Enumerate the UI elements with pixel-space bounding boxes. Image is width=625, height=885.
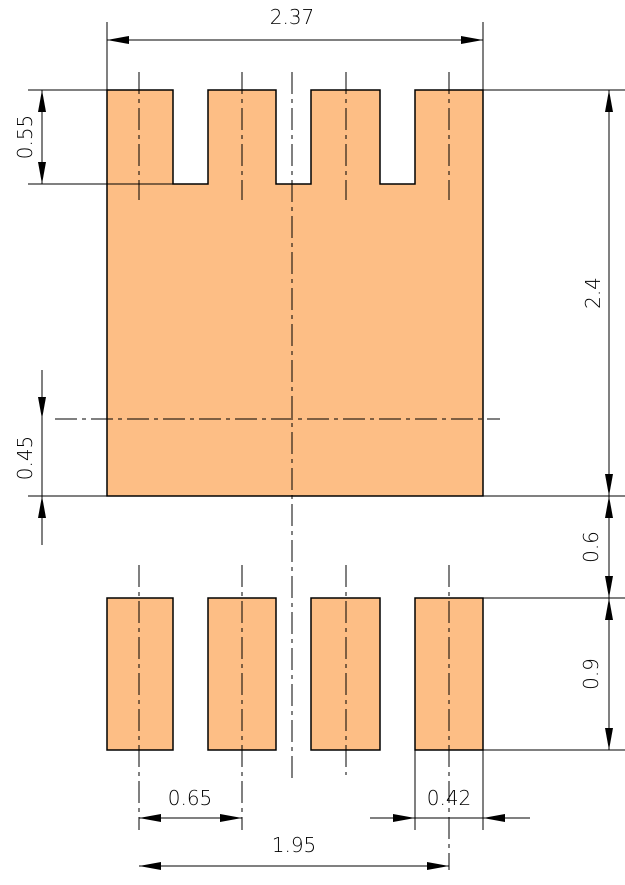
dimension-thermal-pad-height: 2.4 bbox=[581, 90, 613, 496]
dimension-notch-depth: 0.55 bbox=[13, 90, 46, 184]
thermal-pad bbox=[106, 89, 484, 497]
pad-pitch-label: 0.65 bbox=[168, 786, 213, 810]
dimension-pad-span: 1.95 bbox=[139, 833, 449, 870]
center-lines bbox=[55, 72, 500, 870]
dimension-pad-length: 0.9 bbox=[579, 598, 613, 750]
pad-span-label: 1.95 bbox=[272, 833, 317, 857]
center-offset-label: 0.45 bbox=[13, 436, 37, 481]
dimension-pad-pitch: 0.65 bbox=[139, 786, 242, 822]
notch-depth-label: 0.55 bbox=[13, 115, 37, 160]
dimension-overall-width: 2.37 bbox=[107, 5, 483, 44]
extension-lines bbox=[28, 22, 625, 830]
pad-gap-label: 0.6 bbox=[579, 531, 603, 563]
pad-length-label: 0.9 bbox=[579, 658, 603, 690]
thermal-pad-height-label: 2.4 bbox=[581, 277, 605, 309]
dimension-pad-gap: 0.6 bbox=[579, 496, 613, 598]
dimension-pad-width: 0.42 bbox=[370, 786, 530, 822]
pad-width-label: 0.42 bbox=[427, 786, 472, 810]
signal-pad-1 bbox=[106, 597, 174, 751]
dimension-center-offset: 0.45 bbox=[13, 370, 46, 545]
overall-width-label: 2.37 bbox=[270, 5, 315, 29]
